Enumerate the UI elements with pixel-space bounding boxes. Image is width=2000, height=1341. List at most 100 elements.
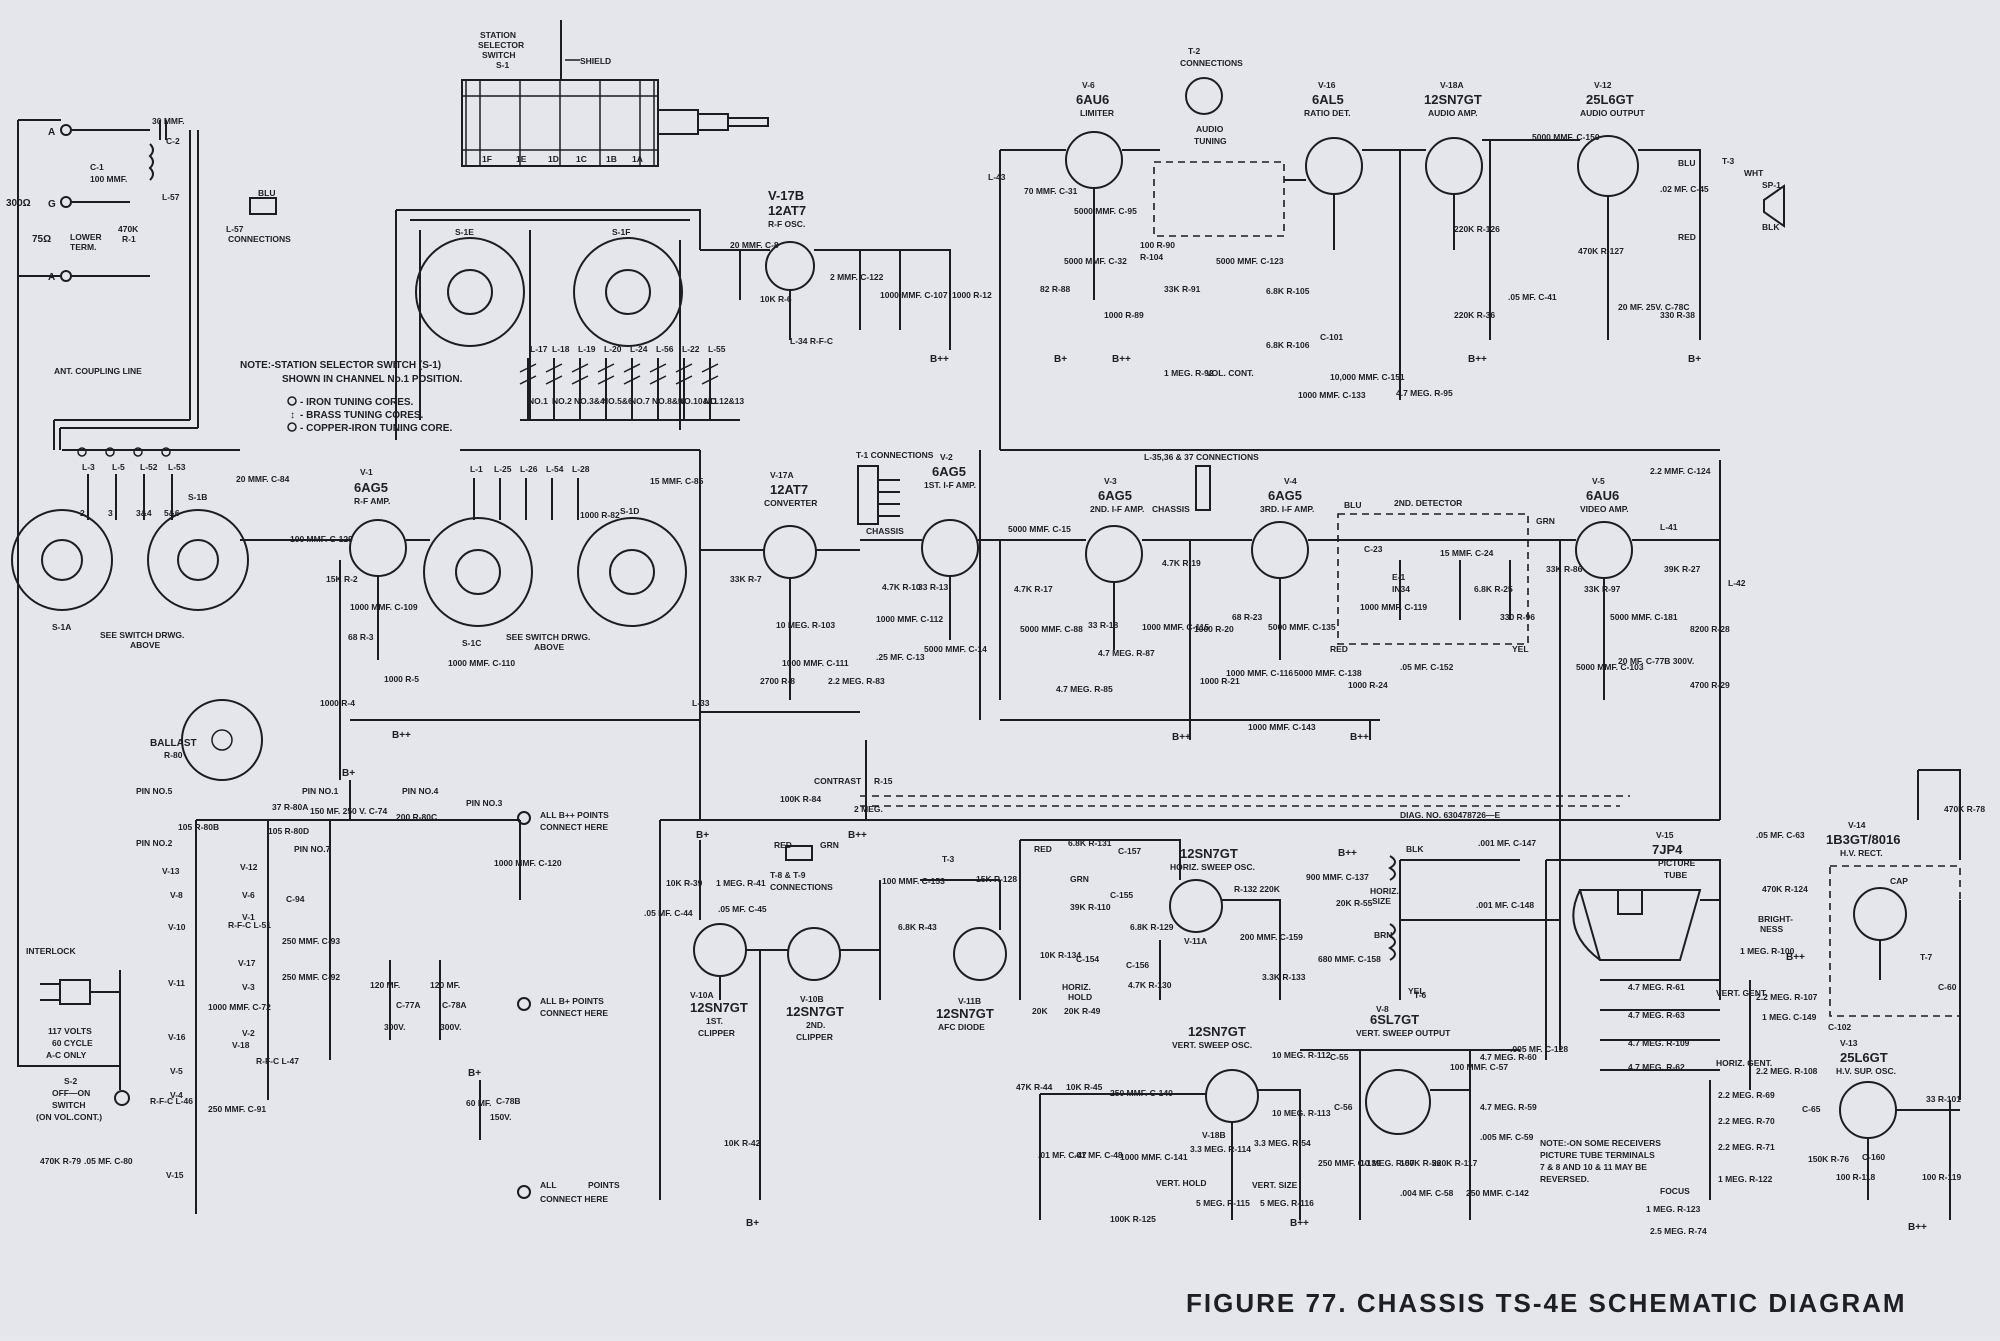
r55-label: 20K R-55: [1336, 898, 1373, 908]
t3-label: T-3: [942, 854, 955, 864]
v1-func: R-F AMP.: [354, 496, 390, 506]
see-switch-3: SEE SWITCH DRWG.: [506, 632, 590, 642]
r42-label: 10K R-42: [724, 1138, 761, 1148]
v11a-type: 12SN7GT: [1180, 846, 1238, 861]
r69-label: 2.2 MEG. R-69: [1718, 1090, 1775, 1100]
l42-label: L-42: [1728, 578, 1746, 588]
conv-coil-l25: L-25: [494, 464, 512, 474]
v3-func: 2ND. I-F AMP.: [1090, 504, 1144, 514]
c84-label: 20 MMF. C-84: [236, 474, 290, 484]
pin3-label: PIN NO.3: [466, 798, 503, 808]
r44-label: 47K R-44: [1016, 1082, 1053, 1092]
r2-label: 15K R-2: [326, 574, 358, 584]
note-brass-cores: - BRASS TUNING CORES.: [300, 410, 424, 421]
osc-channel-1: NO.1: [528, 396, 548, 406]
switch-label-1: STATION: [480, 30, 516, 40]
diagram-number: DIAG. NO. 630478726—E: [1400, 810, 1500, 820]
r10-label: 4.7K R-10: [882, 582, 921, 592]
r82-label: 1000 R-82: [580, 510, 620, 520]
v6-func: LIMITER: [1080, 108, 1114, 118]
v4-func: 3RD. I-F AMP.: [1260, 504, 1314, 514]
rf-channel-2: 2: [80, 508, 85, 518]
c59-label: .005 MF. C-59: [1480, 1132, 1534, 1142]
note-line-1: NOTE:-STATION SELECTOR SWITCH (S-1): [240, 360, 441, 371]
v5-func: VIDEO AMP.: [1580, 504, 1629, 514]
c80-label: .05 MF. C-80: [84, 1156, 133, 1166]
c77b-label: 20 MF. C-77B 300V.: [1618, 656, 1694, 666]
c44-label: .05 MF. C-44: [644, 908, 693, 918]
c88-label: 5000 MMF. C-88: [1020, 624, 1083, 634]
switch-s1f-label: S-1F: [612, 227, 630, 237]
switch-section-1b: 1B: [606, 154, 617, 164]
v13-type: 25L6GT: [1840, 1050, 1888, 1065]
horiz-size-2: SIZE: [1372, 896, 1391, 906]
r103-label: 10 MEG. R-103: [776, 620, 835, 630]
fil2-v1: V-1: [242, 912, 255, 922]
v18a-bpp: B++: [1468, 354, 1487, 365]
c95-label: 5000 MMF. C-95: [1074, 206, 1137, 216]
tube-v14-envelope: [1853, 887, 1907, 941]
tube-v12: V-12 25L6GT AUDIO OUTPUT 470K R-127 20 M…: [1560, 80, 1785, 365]
l46-label: R-F-C L-46: [150, 1096, 193, 1106]
res-r1-label: R-1: [122, 234, 136, 244]
r106-label: 6.8K R-106: [1266, 340, 1310, 350]
c47-label: .01 MF. C-47: [1038, 1150, 1087, 1160]
r90-label: 100 R-90: [1140, 240, 1175, 250]
tube-v8: 6SL7GT VERT. SWEEP OUTPUT V-8 C-55 C-56 …: [1300, 1004, 1568, 1220]
horiz-blk: BLK: [1406, 844, 1424, 854]
rf-channel-34: 3&4: [136, 508, 152, 518]
v18b-func: VERT. SWEEP OSC.: [1172, 1040, 1252, 1050]
l57-connections-2: CONNECTIONS: [228, 234, 291, 244]
switch-label-4: S-1: [496, 60, 510, 70]
v11b-func: AFC DIODE: [938, 1022, 985, 1032]
c138-label: 5000 MMF. C-138: [1294, 668, 1362, 678]
v4-bpp-1: B++: [1172, 732, 1191, 743]
brightness-2: NESS: [1760, 924, 1783, 934]
v5-id: V-5: [1592, 476, 1605, 486]
switch-s1d-label: S-1D: [620, 506, 639, 516]
output-xfmr: T-3: [1722, 156, 1735, 166]
v10b-id: V-10B: [800, 994, 824, 1004]
r131-label: 6.8K R-131: [1068, 838, 1112, 848]
r8-label: 2700 R-8: [760, 676, 795, 686]
c72-label: 1000 MMF. C-72: [208, 1002, 271, 1012]
t8t9-grn: GRN: [820, 840, 839, 850]
v11a-id: V-11A: [1184, 936, 1207, 946]
r126-label: 220K R-126: [1454, 224, 1500, 234]
v1-type: 6AG5: [354, 480, 388, 495]
v14-func: H.V. RECT.: [1840, 848, 1883, 858]
c153-label: 100 MMF. C-153: [882, 876, 945, 886]
c120-label: 1000 MMF. C-120: [494, 858, 562, 868]
c158-label: 680 MMF. C-158: [1318, 954, 1381, 964]
r105-label: 6.8K R-105: [1266, 286, 1310, 296]
r49-value: 20K: [1032, 1006, 1048, 1016]
r85-label: 4.7 MEG. R-85: [1056, 684, 1113, 694]
fil2-v6: V-6: [242, 890, 255, 900]
v1-bpp: B++: [392, 730, 411, 741]
ballast-label-1: BALLAST: [150, 738, 197, 749]
contrast-label: CONTRAST: [814, 776, 862, 786]
pin4-label: PIN NO.4: [402, 786, 439, 796]
c124-label: 2.2 MMF. C-124: [1650, 466, 1711, 476]
crt-envelope: [1572, 889, 1702, 961]
fil-v5: V-5: [170, 1066, 183, 1076]
v2-id: V-2: [940, 452, 953, 462]
see-switch-4: ABOVE: [534, 642, 565, 652]
r83-label: 2.2 MEG. R-83: [828, 676, 885, 686]
interlock-label: INTERLOCK: [26, 946, 76, 956]
r124-label: 470K R-124: [1762, 884, 1808, 894]
r100-label: 1 MEG. R-100: [1740, 946, 1795, 956]
switch-shield-label: SHIELD: [580, 56, 611, 66]
r4-label: 1000 R-4: [320, 698, 355, 708]
r13-label: 33 R-13: [918, 582, 949, 592]
tube-v4: V-4 6AG5 3RD. I-F AMP. 1000 R-20 1000 R-…: [1172, 476, 1454, 743]
osc-coil-l22: L-22: [682, 344, 700, 354]
r17-label: 4.7K R-17: [1014, 584, 1053, 594]
t2-connections: T-2 CONNECTIONS AUDIO TUNING 100 R-90 R-…: [1140, 46, 1453, 400]
r113-label: 10 MEG. R-113: [1272, 1108, 1331, 1118]
l57-connections-1: L-57: [226, 224, 244, 234]
c156-label: C-156: [1126, 960, 1149, 970]
v17b-bpp: B++: [930, 354, 949, 365]
v11b-type: 12SN7GT: [936, 1006, 994, 1021]
v13-id: V-13: [1840, 1038, 1858, 1048]
